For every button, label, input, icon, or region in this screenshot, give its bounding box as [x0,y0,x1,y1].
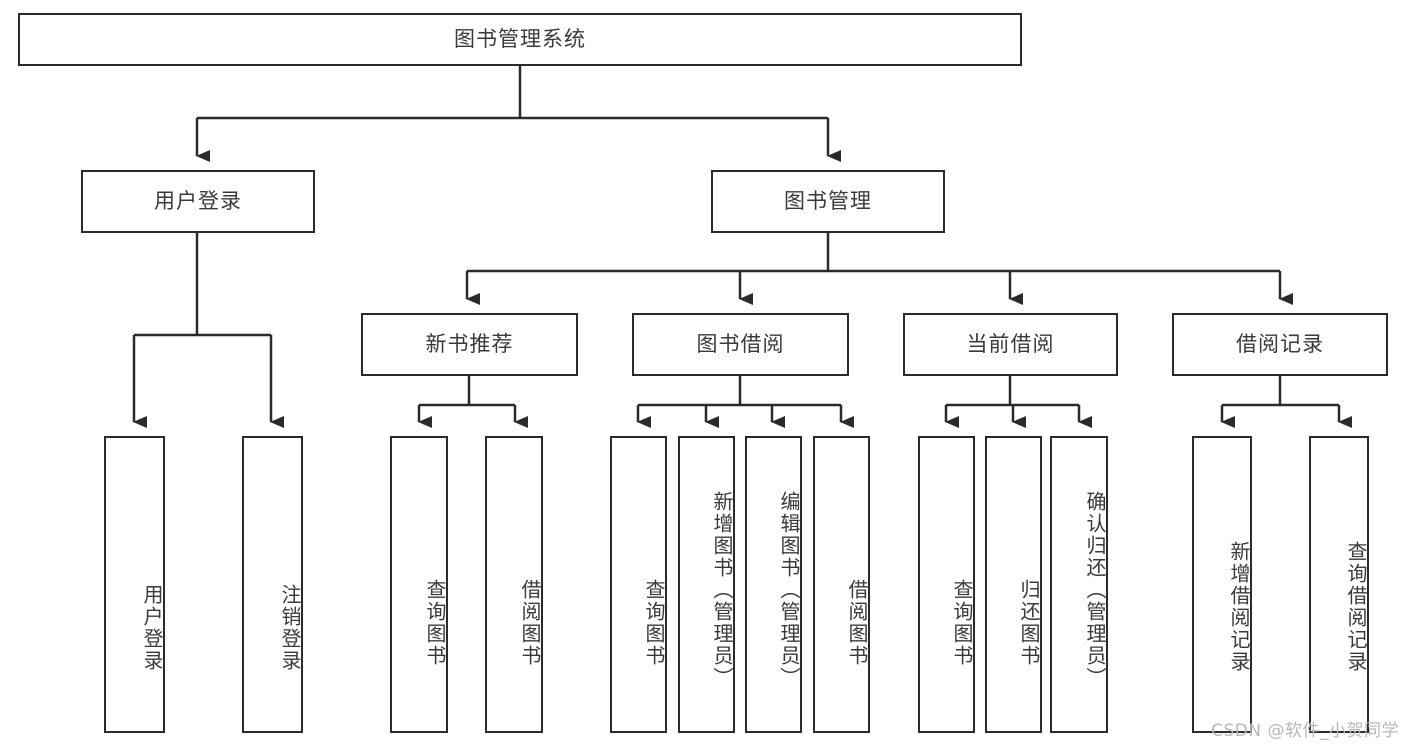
leaf-user-login-logout[interactable]: 注销登录 [242,436,303,733]
node-borrow-record[interactable]: 借阅记录 [1172,313,1388,376]
leaf-user-login-login[interactable]: 用户登录 [104,436,165,733]
node-root-book-management-system[interactable]: 图书管理系统 [18,13,1022,66]
node-user-login[interactable]: 用户登录 [81,170,315,233]
node-new-book-recommend[interactable]: 新书推荐 [361,313,578,376]
leaf-borrow-record-query-record[interactable]: 查询借阅记录 [1309,436,1369,733]
leaf-borrow-record-add-record[interactable]: 新增借阅记录 [1192,436,1252,733]
leaf-book-borrow-edit-book-admin[interactable]: 编辑图书（管理员） [745,436,802,733]
leaf-new-book-borrow-book[interactable]: 借阅图书 [485,436,543,733]
leaf-current-borrow-return-book[interactable]: 归还图书 [985,436,1042,733]
node-book-borrow[interactable]: 图书借阅 [632,313,849,376]
node-current-borrow[interactable]: 当前借阅 [903,313,1118,376]
leaf-current-borrow-confirm-return-admin[interactable]: 确认归还（管理员） [1050,436,1108,733]
node-book-management[interactable]: 图书管理 [711,170,945,233]
leaf-new-book-query-book[interactable]: 查询图书 [390,436,448,733]
leaf-book-borrow-add-book-admin[interactable]: 新增图书（管理员） [678,436,735,733]
leaf-book-borrow-borrow-book[interactable]: 借阅图书 [813,436,870,733]
leaf-current-borrow-query-book[interactable]: 查询图书 [918,436,975,733]
leaf-book-borrow-query-book[interactable]: 查询图书 [610,436,667,733]
